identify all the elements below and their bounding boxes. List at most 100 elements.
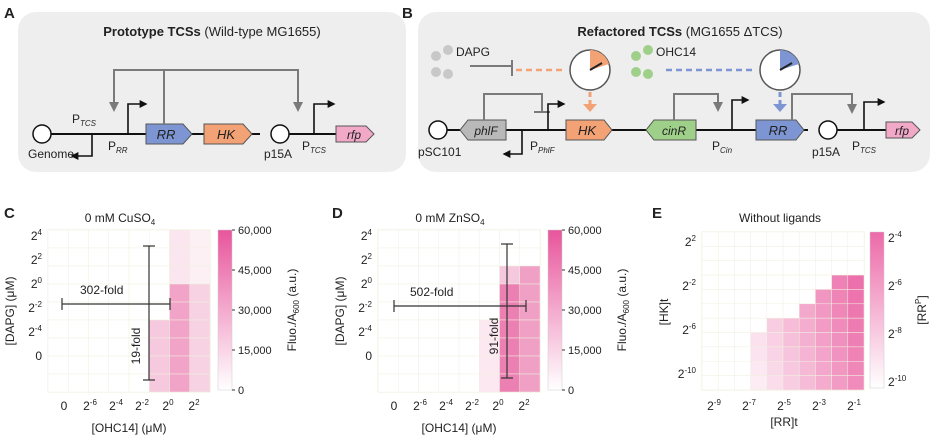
heatmap-cell bbox=[149, 229, 170, 249]
heatmap-cell bbox=[717, 246, 735, 261]
heatmap-cell bbox=[519, 265, 541, 285]
colorbar-d bbox=[547, 229, 563, 391]
heatmap-cell bbox=[377, 319, 399, 339]
heatmap-cell bbox=[831, 246, 849, 261]
heatmap-cell bbox=[831, 346, 849, 362]
heatmap-cell bbox=[519, 301, 541, 321]
regulation-rr-to-ptcs bbox=[109, 69, 165, 124]
xtick-label: 2-4 bbox=[109, 398, 123, 413]
heatmap-cell bbox=[831, 375, 849, 391]
xtick-label: 2-3 bbox=[812, 398, 826, 413]
panel-a-title: Prototype TCSs (Wild-type MG1655) bbox=[103, 24, 320, 39]
heatmap-cell bbox=[47, 355, 69, 375]
panel-a: A Prototype TCSs (Wild-type MG1655) Geno… bbox=[4, 5, 406, 172]
heatmap-cell bbox=[798, 274, 816, 290]
heatmap-cell bbox=[458, 247, 480, 267]
heatmap-cell bbox=[766, 274, 784, 290]
heatmap-cell bbox=[189, 265, 211, 285]
promoter-tcs-b bbox=[863, 98, 886, 130]
heatmap-cell bbox=[189, 247, 211, 267]
p15a-label-b: p15A bbox=[812, 145, 840, 159]
heatmap-cell bbox=[831, 360, 849, 376]
heatmap-cell bbox=[815, 346, 832, 362]
heatmap-cell bbox=[169, 355, 190, 375]
heatmap-cell bbox=[418, 301, 439, 321]
heatmap-cell bbox=[766, 375, 784, 391]
heatmap-cell bbox=[701, 346, 719, 362]
heatmap-cell bbox=[815, 375, 832, 391]
heatmap-cell bbox=[847, 346, 865, 362]
heatmap-cell bbox=[499, 319, 520, 339]
heatmap-cell bbox=[88, 319, 109, 339]
dapg-label: DAPG bbox=[456, 45, 490, 59]
heatmap-cell bbox=[499, 337, 520, 357]
heatmap-cell bbox=[734, 346, 751, 362]
panel-c: C 0 mM CuSO4 302-fold 19-fold [DAPG] (μM… bbox=[3, 205, 301, 435]
heatmap-cell bbox=[766, 260, 784, 276]
fold-label-h-d: 502-fold bbox=[410, 285, 453, 299]
colorbar-e-label: [RRP] bbox=[914, 295, 929, 324]
ytick-label: 2-6 bbox=[682, 322, 696, 337]
heatmap-cell bbox=[499, 373, 520, 393]
heatmap-cell bbox=[750, 289, 768, 305]
heatmap-cell bbox=[701, 289, 719, 305]
heatmap-cell bbox=[815, 231, 832, 247]
heatmap-cell bbox=[47, 337, 69, 357]
heatmap-cell bbox=[847, 360, 865, 376]
promoter-cin-label: PCin bbox=[712, 139, 733, 155]
heatmap-cell bbox=[108, 373, 130, 393]
panel-d: D 0 mM ZnSO4 502-fold 91-fold [DAPG] (μM… bbox=[332, 205, 631, 435]
gene-hk bbox=[203, 123, 253, 145]
ohc14-molecules bbox=[631, 45, 653, 79]
colorbar-tick-label: 45,000 bbox=[238, 265, 272, 277]
colorbar-tick-label: 2-8 bbox=[888, 326, 902, 341]
heatmap-cell bbox=[68, 373, 89, 393]
heatmap-cell bbox=[108, 337, 130, 357]
panel-b-letter: B bbox=[402, 5, 413, 22]
heatmap-cell bbox=[479, 355, 500, 375]
heatmap-cell bbox=[169, 229, 190, 249]
plasmid-circle-p15a-b bbox=[818, 120, 838, 140]
xlabel-c: [OHC14] (μM) bbox=[92, 421, 167, 435]
heatmap-cell bbox=[750, 246, 768, 261]
heatmap-cell bbox=[438, 265, 460, 285]
heatmap-cell bbox=[701, 332, 719, 348]
gene-phlf-label: phlF bbox=[473, 124, 498, 138]
heatmap-cell bbox=[750, 231, 768, 247]
heatmap-cell bbox=[717, 274, 735, 290]
heatmap-cell bbox=[766, 303, 784, 319]
heatmap-cell bbox=[479, 373, 500, 393]
heatmap-cell bbox=[169, 301, 190, 321]
heatmap-cell bbox=[398, 373, 419, 393]
heatmap-cell bbox=[499, 229, 520, 249]
panel-e: E Without ligands [HK]t [RR]t 222-22-62-… bbox=[652, 205, 929, 429]
heatmap-cell bbox=[766, 360, 784, 376]
heatmap-cell bbox=[149, 247, 170, 267]
xlabel-d: [OHC14] (μM) bbox=[422, 421, 497, 435]
heatmap-cell bbox=[798, 231, 816, 247]
heatmap-cell bbox=[815, 260, 832, 276]
colorbar-tick-label: 2-10 bbox=[888, 374, 907, 389]
promoter-cin bbox=[731, 96, 750, 130]
gene-rfp-label-b: rfp bbox=[895, 124, 909, 138]
xtick-label: 2-6 bbox=[83, 398, 97, 413]
heatmap-cell bbox=[782, 317, 800, 333]
heatmap-cell bbox=[519, 283, 541, 303]
phlf-repression bbox=[483, 93, 543, 120]
heatmap-cell bbox=[458, 283, 480, 303]
heatmap-cell bbox=[798, 246, 816, 261]
heatmap-cell bbox=[68, 229, 89, 249]
heatmap-cell bbox=[377, 355, 399, 375]
heatmap-cell bbox=[438, 337, 460, 357]
heatmap-cell bbox=[847, 317, 865, 333]
panel-d-title: 0 mM ZnSO4 bbox=[415, 211, 485, 227]
promoter-tcs-plasmid bbox=[313, 100, 336, 134]
heatmap-cell bbox=[377, 247, 399, 267]
heatmap-cell bbox=[479, 265, 500, 285]
heatmap-cell bbox=[438, 301, 460, 321]
heatmap-cell bbox=[128, 283, 150, 303]
heatmap-cell bbox=[398, 229, 419, 249]
heatmap-cell bbox=[815, 332, 832, 348]
